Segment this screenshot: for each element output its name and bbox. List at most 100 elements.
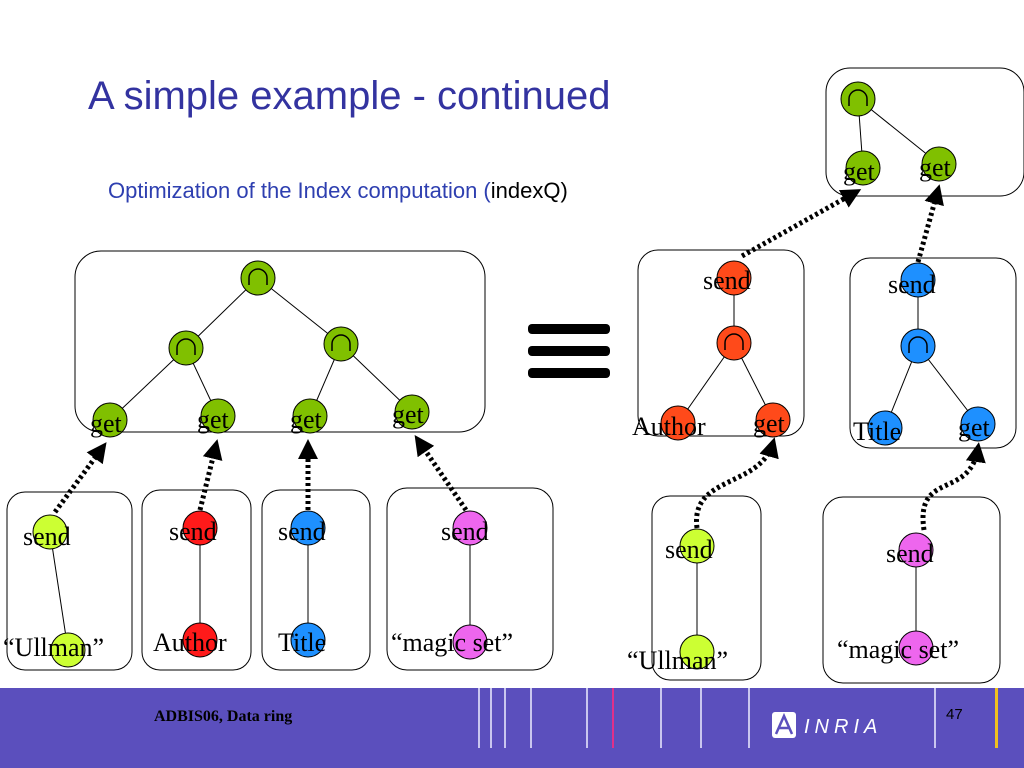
get-label: get bbox=[919, 153, 952, 182]
get-label: get bbox=[197, 405, 230, 434]
get-node bbox=[921, 146, 957, 182]
send-label: send bbox=[23, 522, 71, 551]
intersect-icon bbox=[248, 268, 268, 285]
intersect-icon bbox=[724, 333, 744, 350]
footer-divider bbox=[612, 688, 614, 748]
value-node bbox=[452, 624, 488, 660]
plan-box-left bbox=[74, 250, 486, 433]
value-node bbox=[898, 630, 934, 666]
dotted-arrow bbox=[694, 437, 779, 529]
intersect-icon bbox=[908, 336, 928, 353]
footer-divider bbox=[995, 688, 998, 748]
get-node bbox=[394, 394, 430, 430]
footer-divider bbox=[490, 688, 492, 748]
value-label: “Ullman” bbox=[3, 633, 104, 662]
send-node bbox=[679, 528, 715, 564]
value-node bbox=[182, 622, 218, 658]
equivalence-icon bbox=[528, 324, 610, 378]
send-label: send bbox=[665, 535, 713, 564]
value-label: Title bbox=[278, 628, 326, 657]
send-label: send bbox=[169, 517, 217, 546]
get-node bbox=[960, 406, 996, 442]
get-label: get bbox=[290, 405, 323, 434]
plan-box-author bbox=[637, 249, 805, 437]
get-node bbox=[92, 402, 128, 438]
dotted-arrow bbox=[414, 435, 469, 512]
intersect-node bbox=[716, 325, 752, 361]
value-label: Title bbox=[853, 417, 901, 446]
footer-divider bbox=[660, 688, 662, 748]
value-node bbox=[867, 410, 903, 446]
value-node bbox=[290, 622, 326, 658]
send-label: send bbox=[888, 270, 936, 299]
plan-box-title bbox=[849, 257, 1017, 449]
slide-subtitle: Optimization of the Index computation (i… bbox=[108, 178, 568, 204]
send-node bbox=[182, 510, 218, 546]
value-label: “magic set” bbox=[837, 635, 959, 664]
dotted-arrow bbox=[740, 189, 862, 259]
intersect-node bbox=[900, 328, 936, 364]
footer-divider bbox=[504, 688, 506, 748]
footer-bar: ADBIS06, Data ring INRIA 47 bbox=[0, 688, 1024, 768]
footer-divider bbox=[478, 688, 480, 748]
send-node bbox=[716, 260, 752, 296]
source-box-author bbox=[141, 489, 252, 671]
page-number: 47 bbox=[946, 706, 963, 723]
subtitle-code: indexQ) bbox=[490, 178, 568, 203]
footer-text: ADBIS06, Data ring bbox=[154, 708, 293, 725]
send-node bbox=[290, 510, 326, 546]
inria-logo: INRIA bbox=[772, 712, 882, 738]
source-box-title bbox=[261, 489, 371, 671]
value-label: Author bbox=[153, 628, 227, 657]
subtitle-text: Optimization of the Index computation ( bbox=[108, 178, 491, 203]
send-node bbox=[900, 262, 936, 298]
dotted-arrow bbox=[920, 442, 986, 531]
footer-divider bbox=[586, 688, 588, 748]
get-node bbox=[200, 398, 236, 434]
edge bbox=[49, 531, 69, 651]
source-box-magic bbox=[386, 487, 554, 671]
dotted-arrow bbox=[52, 442, 107, 514]
get-node bbox=[845, 150, 881, 186]
value-label: Author bbox=[632, 412, 706, 441]
footer-divider bbox=[530, 688, 532, 748]
get-label: get bbox=[392, 400, 425, 429]
intersect-node bbox=[323, 326, 359, 362]
value-label: “magic set” bbox=[391, 628, 513, 657]
get-label: get bbox=[958, 413, 991, 442]
equivalence-text: ≡ bbox=[568, 359, 569, 361]
intersect-node bbox=[168, 330, 204, 366]
send-node bbox=[898, 532, 934, 568]
diagram: get get get get send “Ullman” send Autho… bbox=[3, 67, 1024, 684]
get-label: get bbox=[753, 409, 786, 438]
intersect-icon bbox=[848, 89, 868, 106]
get-node bbox=[292, 398, 328, 434]
get-label: get bbox=[90, 409, 123, 438]
get-node bbox=[755, 402, 791, 438]
intersect-icon bbox=[176, 338, 196, 355]
inria-logo-text: INRIA bbox=[804, 716, 882, 738]
send-node bbox=[452, 510, 488, 546]
source-box-ullman-2 bbox=[651, 495, 762, 681]
intersect-node bbox=[840, 81, 876, 117]
value-node bbox=[660, 405, 696, 441]
value-label: “Ullman” bbox=[627, 646, 728, 675]
value-node bbox=[679, 634, 715, 670]
get-label: get bbox=[843, 157, 876, 186]
footer-divider bbox=[934, 688, 936, 748]
dotted-arrow bbox=[197, 439, 223, 511]
value-node bbox=[50, 632, 86, 668]
intersect-node bbox=[240, 260, 276, 296]
send-label: send bbox=[278, 517, 326, 546]
send-node bbox=[32, 514, 68, 550]
intersect-icon bbox=[331, 334, 351, 351]
send-label: send bbox=[703, 266, 751, 295]
send-label: send bbox=[886, 539, 934, 568]
slide-title: A simple example - continued bbox=[88, 74, 611, 118]
send-label: send bbox=[441, 517, 489, 546]
footer-divider bbox=[748, 688, 750, 748]
dotted-arrow bbox=[915, 184, 944, 263]
edge bbox=[257, 277, 342, 345]
footer-divider bbox=[700, 688, 702, 748]
